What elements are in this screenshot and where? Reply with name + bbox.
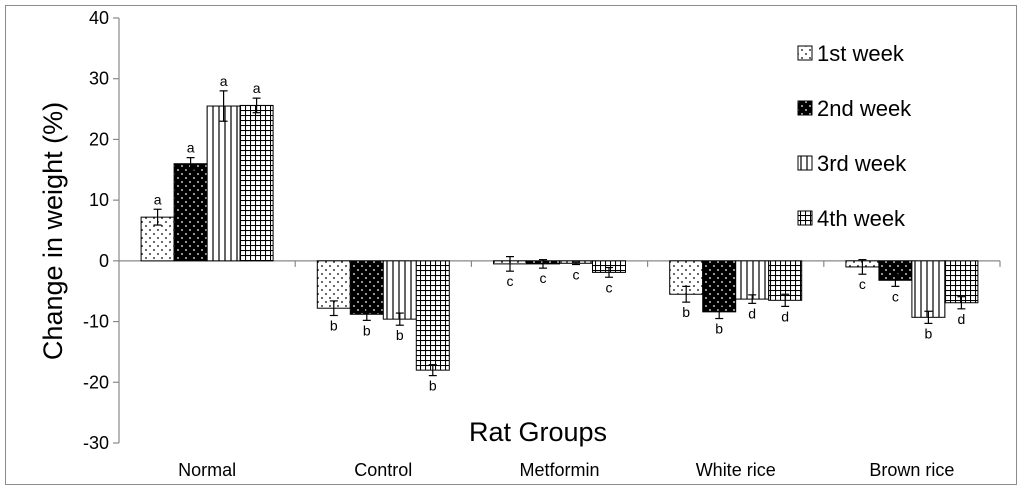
significance-label: c <box>507 273 514 289</box>
y-tick-label: -20 <box>83 372 109 392</box>
significance-label: b <box>429 378 437 394</box>
significance-label: a <box>220 73 228 89</box>
error-bar <box>715 304 724 320</box>
legend-item: 1st week <box>797 41 905 66</box>
legend: 1st week 2nd week 3rd week 4th week <box>797 41 912 231</box>
y-tick-label: -10 <box>83 312 109 332</box>
error-bar <box>572 261 580 266</box>
error-bar <box>362 307 371 321</box>
significance-label: c <box>892 288 899 304</box>
significance-label: b <box>396 327 404 343</box>
error-bar <box>682 285 691 303</box>
bar <box>173 163 208 262</box>
bar <box>206 105 241 262</box>
legend-label: 4th week <box>817 206 906 231</box>
error-bar <box>219 90 228 122</box>
legend-item: 3rd week <box>797 151 907 176</box>
y-tick-label: -30 <box>83 433 109 453</box>
legend-label: 1st week <box>817 41 905 66</box>
y-tick-label: 0 <box>99 251 109 271</box>
error-bar <box>605 266 613 278</box>
error-bar <box>781 293 790 307</box>
legend-item: 4th week <box>797 206 906 231</box>
bar <box>911 260 946 318</box>
error-bar <box>252 97 261 114</box>
significance-label: b <box>363 322 371 338</box>
legend-swatch <box>797 100 813 116</box>
significance-label: a <box>154 191 162 207</box>
error-bar <box>539 259 547 269</box>
legend-label: 3rd week <box>817 151 907 176</box>
error-bar <box>891 273 900 287</box>
significance-label: b <box>330 318 338 334</box>
significance-label: c <box>573 267 580 283</box>
y-tick-label: 30 <box>89 69 109 89</box>
error-bar <box>329 300 338 317</box>
significance-label: c <box>540 270 547 286</box>
significance-label: b <box>925 325 933 341</box>
legend-swatch <box>797 45 813 61</box>
legend-swatch <box>797 155 813 171</box>
error-bar <box>748 294 757 304</box>
y-axis-title: Change in weight (%) <box>38 102 68 360</box>
significance-label: c <box>859 276 866 292</box>
error-bar <box>428 364 437 377</box>
error-bar <box>924 310 933 324</box>
legend-swatch <box>797 210 813 226</box>
bar <box>944 260 979 304</box>
legend-item: 2nd week <box>797 96 912 121</box>
significance-label: a <box>187 140 195 156</box>
significance-label: d <box>748 305 756 321</box>
significance-label: d <box>781 308 789 324</box>
error-bar <box>395 312 404 326</box>
significance-label: d <box>958 311 966 327</box>
bar <box>702 260 737 313</box>
significance-label: a <box>253 80 261 96</box>
error-bar <box>506 256 514 272</box>
x-tick-label: White rice <box>696 460 776 480</box>
bar <box>349 260 384 315</box>
bar <box>382 260 417 320</box>
significance-label: c <box>606 279 613 295</box>
x-tick-label: Brown rice <box>869 460 954 480</box>
error-bar <box>186 157 195 171</box>
error-bar <box>153 208 162 226</box>
error-bar <box>957 296 966 310</box>
chart-frame <box>5 5 1017 485</box>
bar <box>239 104 274 262</box>
bar <box>415 260 450 371</box>
y-tick-label: 40 <box>89 8 109 28</box>
bar <box>316 260 351 309</box>
significance-label: b <box>682 304 690 320</box>
bars: a a a a b b b b c c c c b b d d c c b d <box>140 73 979 394</box>
x-tick-label: Normal <box>178 460 236 480</box>
legend-label: 2nd week <box>817 96 912 121</box>
y-tick-label: 10 <box>89 190 109 210</box>
x-tick-label: Metformin <box>519 460 599 480</box>
significance-label: b <box>715 321 723 337</box>
bar <box>735 260 770 300</box>
x-tick-label: Control <box>354 460 412 480</box>
x-axis-title: Rat Groups <box>469 417 607 447</box>
error-bar <box>858 259 867 275</box>
y-tick-label: 20 <box>89 129 109 149</box>
